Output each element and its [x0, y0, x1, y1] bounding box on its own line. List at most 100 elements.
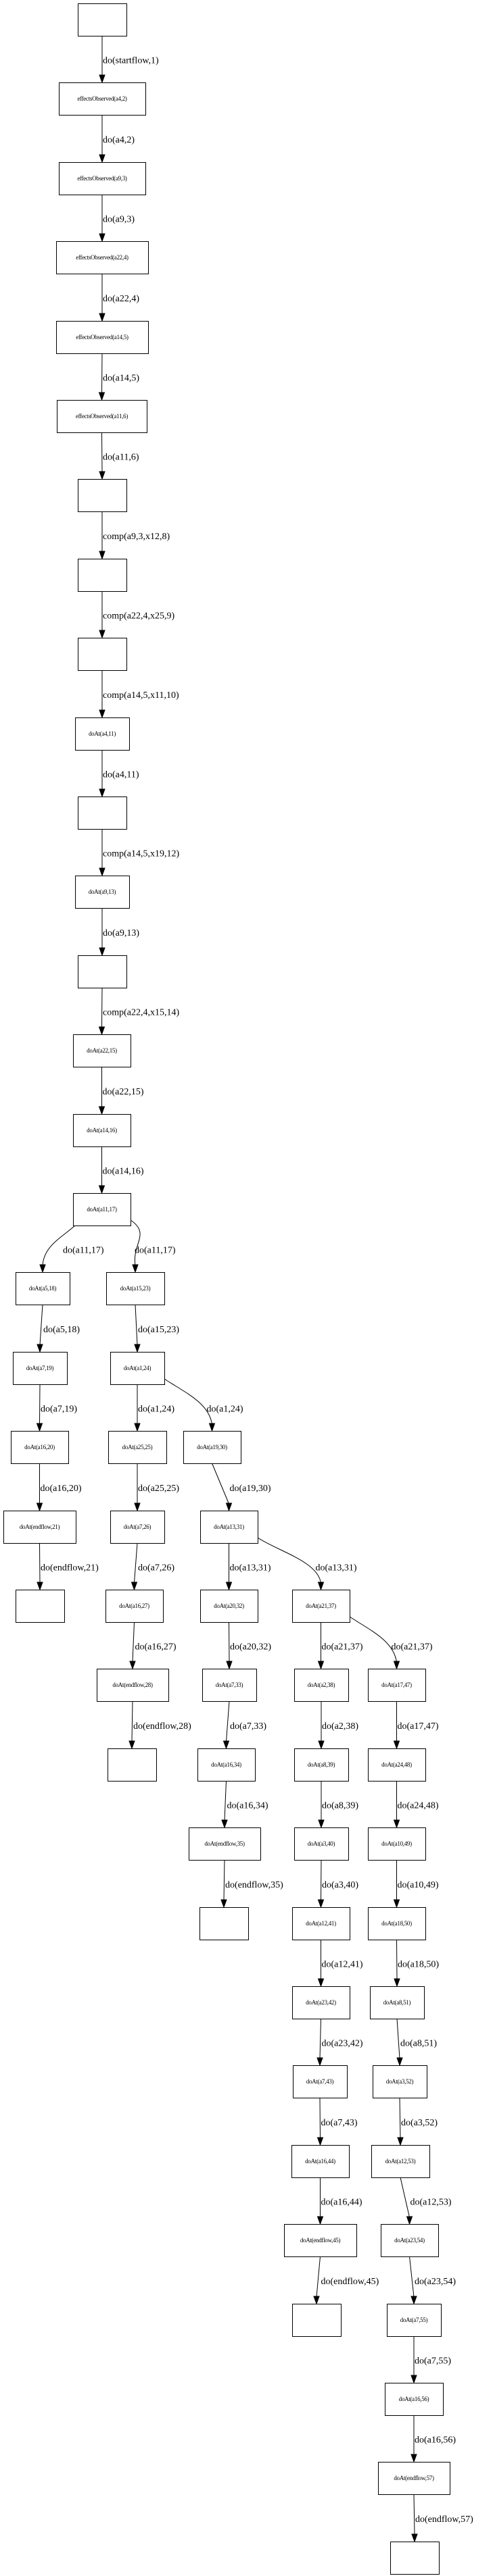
node-box	[378, 2462, 450, 2495]
arrowhead-icon	[98, 1026, 105, 1036]
node-box	[292, 1590, 350, 1623]
edge-label: do(a14,5)	[103, 374, 139, 384]
node-box	[183, 1431, 241, 1464]
edge-label: do(a7,26)	[138, 1563, 174, 1573]
node-label: doAt(a23,54)	[394, 2237, 425, 2244]
arrowhead-icon	[37, 1344, 43, 1353]
arrowhead-icon	[410, 2375, 417, 2384]
node-label: doAt(a17,47)	[381, 1682, 412, 1688]
graph-node	[78, 479, 127, 512]
edge-label: do(a16,27)	[135, 1642, 177, 1652]
graph-edge: do(a22,15)	[98, 1067, 144, 1115]
graph-edge: do(a15,23)	[134, 1304, 179, 1353]
edge-label: do(a7,33)	[230, 1721, 266, 1732]
edge-label: do(a8,39)	[322, 1801, 358, 1811]
arrowhead-icon	[222, 1740, 230, 1750]
graph-node: doAt(endflow,28)	[97, 1669, 169, 1702]
edge-line	[396, 1939, 398, 1980]
arrowhead-icon	[99, 154, 105, 163]
arrowhead-icon	[39, 1264, 46, 1273]
arrowhead-icon	[393, 1740, 400, 1750]
node-label: doAt(a12,53)	[385, 2158, 416, 2165]
edge-line	[39, 1542, 41, 1584]
arrowhead-icon	[410, 2296, 417, 2305]
graph-edge: do(endflow,21)	[37, 1542, 99, 1591]
graph-edge: do(a4,11)	[99, 750, 139, 798]
arrowhead-icon	[98, 392, 105, 401]
arrowhead-icon	[208, 1423, 216, 1432]
edge-label: do(a7,19)	[41, 1405, 77, 1415]
edge-line	[164, 1378, 212, 1425]
graph-node: doAt(a7,26)	[110, 1511, 165, 1544]
arrowhead-icon	[99, 630, 105, 639]
arrowhead-icon	[313, 2296, 320, 2305]
arrowhead-icon	[410, 2454, 417, 2463]
graph-edge: do(a21,37)	[317, 1622, 363, 1670]
node-box	[368, 1907, 426, 1940]
edge-label: do(a24,48)	[398, 1801, 439, 1811]
graph-node: doAt(a2,38)	[294, 1669, 349, 1702]
node-label: doAt(a18,50)	[381, 1920, 412, 1927]
node-box	[16, 1272, 70, 1305]
edge-line	[39, 1304, 43, 1346]
node-box	[78, 559, 127, 592]
edge-label: do(a20,32)	[230, 1642, 271, 1652]
graph-node: doAt(a16,34)	[197, 1748, 256, 1782]
edge-label: do(a4,11)	[103, 770, 139, 780]
node-label: doAt(a13,31)	[214, 1523, 244, 1530]
graph-node: doAt(a3,40)	[294, 1827, 349, 1861]
graph-node: doAt(a4,11)	[75, 717, 130, 751]
graph-edge: do(a7,55)	[410, 2336, 451, 2384]
graph-node: doAt(a3,52)	[373, 2065, 427, 2098]
arrowhead-icon	[99, 551, 105, 560]
edge-line	[321, 1859, 322, 1901]
graph-node: doAt(a18,50)	[368, 1907, 426, 1940]
arrowhead-icon	[36, 1502, 43, 1512]
graph-edge: do(a16,20)	[36, 1463, 82, 1512]
node-box	[13, 1352, 68, 1385]
edge-line	[101, 987, 103, 1028]
edge-label: do(a11,6)	[103, 453, 139, 463]
graph-edge: do(a8,51)	[396, 2018, 437, 2067]
arrowhead-icon	[129, 1661, 136, 1670]
graph-node: doAt(a10,49)	[368, 1827, 426, 1861]
node-box	[368, 1827, 426, 1861]
edge-label: do(a12,53)	[410, 2198, 452, 2208]
node-label: doAt(a21,37)	[306, 1602, 336, 1609]
node-label: doAt(endflow,35)	[204, 1840, 245, 1847]
edge-line	[134, 1542, 138, 1584]
nodes-layer: effectsObserved(a4,2) effectsObserved(a9,…	[3, 3, 450, 2575]
edge-label: comp(a22,4,x15,14)	[103, 1008, 179, 1018]
arrowhead-icon	[397, 2137, 404, 2146]
node-box	[73, 1193, 131, 1226]
graph-edge: do(a3,40)	[317, 1859, 358, 1909]
graph-node: doAt(endflow,21)	[3, 1511, 76, 1544]
node-box	[97, 1669, 169, 1702]
edge-line	[212, 1463, 229, 1505]
node-label: effectsObserved(a4,2)	[77, 95, 127, 102]
arrowhead-icon	[317, 1899, 325, 1909]
node-box	[3, 1511, 76, 1544]
node-box	[110, 1352, 165, 1385]
edges-layer: do(startflow,1)do(a4,2)do(a9,3)do(a22,4)…	[36, 36, 473, 2543]
node-box	[370, 1986, 425, 2019]
node-label: doAt(endflow,45)	[300, 2237, 341, 2244]
edge-label: do(a8,51)	[400, 2039, 437, 2049]
arrowhead-icon	[393, 1661, 400, 1670]
edge-label: do(a13,31)	[230, 1563, 271, 1573]
node-box	[78, 955, 127, 988]
node-label: effectsObserved(a9,3)	[77, 175, 127, 182]
edge-line	[131, 1700, 133, 1742]
graph-edge: do(a17,47)	[393, 1701, 439, 1750]
arrowhead-icon	[318, 1819, 325, 1829]
graph-node: doAt(a23,42)	[292, 1986, 350, 2019]
graph-edge: do(a7,19)	[36, 1384, 77, 1432]
edge-label: do(a4,2)	[103, 135, 135, 145]
edge-label: do(endflow,21)	[41, 1563, 99, 1573]
graph-edge: do(endflow,35)	[220, 1859, 283, 1909]
edge-line	[413, 2494, 415, 2535]
graph-edge: do(a1,24)	[164, 1378, 243, 1432]
node-box	[294, 1827, 349, 1861]
node-box	[294, 1669, 349, 1702]
node-box	[110, 1511, 165, 1544]
